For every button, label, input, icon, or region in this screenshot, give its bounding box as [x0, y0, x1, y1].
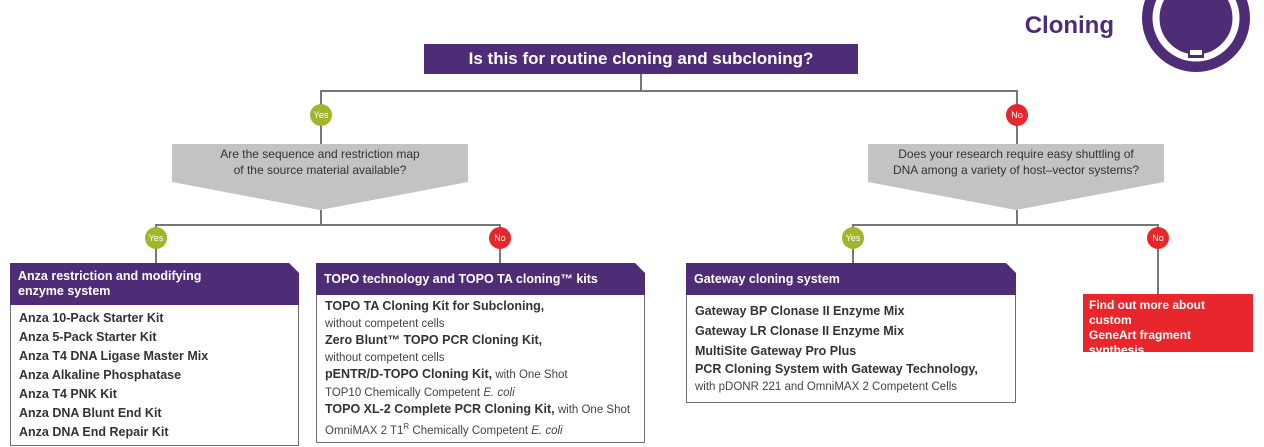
list-item: Anza DNA End Repair Kit [19, 425, 169, 439]
question-line: DNA among a variety of host–vector syste… [892, 163, 1140, 177]
list-item: TOPO TA Cloning Kit for Subcloning, with… [325, 299, 545, 330]
list-item: Anza 5-Pack Starter Kit [19, 330, 157, 344]
connector [320, 210, 322, 224]
cloning-logo-icon [1142, 0, 1250, 72]
gateway-panel: Gateway cloning system Gateway BP Clonas… [686, 263, 1016, 403]
heading-line: Anza restriction and modifying [18, 269, 202, 283]
list-item: TOPO XL-2 Complete PCR Cloning Kit, with… [325, 402, 631, 437]
list-item: Anza 10-Pack Starter Kit [19, 311, 164, 325]
question-line: Does your research require easy shuttlin… [898, 147, 1134, 161]
connector [1016, 210, 1018, 224]
geneart-link[interactable]: thermofisher.com/geneart [1089, 359, 1226, 373]
list-item: pENTR/D-TOPO Cloning Kit, with One Shot … [325, 367, 568, 399]
yes-badge: Yes [842, 227, 864, 249]
list-item: MultiSite Gateway Pro Plus [695, 344, 857, 358]
connector [640, 74, 642, 90]
panel-body: TOPO TA Cloning Kit for Subcloning, with… [316, 295, 645, 444]
panel-heading: Gateway cloning system [686, 263, 1016, 295]
question-line: of the source material available? [233, 163, 407, 177]
list-item: Anza DNA Blunt End Kit [19, 406, 162, 420]
anza-panel: Anza restriction and modifying enzyme sy… [10, 263, 299, 446]
list-item: Gateway LR Clonase II Enzyme Mix [695, 324, 905, 338]
callout-line: GeneArt fragment synthesis [1089, 328, 1192, 357]
no-badge: No [489, 227, 511, 249]
list-item: Anza T4 DNA Ligase Master Mix [19, 349, 209, 363]
no-badge: No [1147, 227, 1169, 249]
connector [852, 224, 1158, 226]
heading-line: enzyme system [18, 284, 111, 298]
connector [1157, 224, 1159, 294]
yes-badge: Yes [310, 104, 332, 126]
panel-body: Anza 10-Pack Starter Kit Anza 5-Pack Sta… [10, 305, 299, 446]
question-line: Are the sequence and restriction map [220, 147, 420, 161]
topo-panel: TOPO technology and TOPO TA cloning™ kit… [316, 263, 645, 444]
panel-body: Gateway BP Clonase II Enzyme Mix Gateway… [686, 295, 1016, 403]
question-arrow-left [172, 182, 468, 210]
yes-badge: Yes [145, 227, 167, 249]
page-title: Cloning [1024, 12, 1114, 39]
list-item: Zero Blunt™ TOPO PCR Cloning Kit, withou… [325, 333, 543, 364]
question-arrow-right [868, 182, 1164, 210]
panel-heading: Anza restriction and modifying enzyme sy… [10, 263, 299, 305]
list-item: Anza T4 PNK Kit [19, 387, 117, 401]
no-badge: No [1006, 104, 1028, 126]
connector [320, 90, 1017, 92]
question-sequence-map: Are the sequence and restriction map of … [172, 144, 468, 182]
geneart-callout[interactable]: Find out more about custom GeneArt fragm… [1083, 294, 1253, 373]
panel-heading: TOPO technology and TOPO TA cloning™ kit… [316, 263, 645, 295]
question-shuttling-dna: Does your research require easy shuttlin… [868, 144, 1164, 182]
question-routine-cloning: Is this for routine cloning and subcloni… [424, 44, 858, 74]
connector [155, 224, 500, 226]
list-item: Gateway BP Clonase II Enzyme Mix [695, 304, 905, 318]
list-item: Anza Alkaline Phosphatase [19, 368, 182, 382]
list-item: PCR Cloning System with Gateway Technolo… [695, 362, 978, 393]
callout-line: Find out more about custom [1089, 298, 1205, 327]
